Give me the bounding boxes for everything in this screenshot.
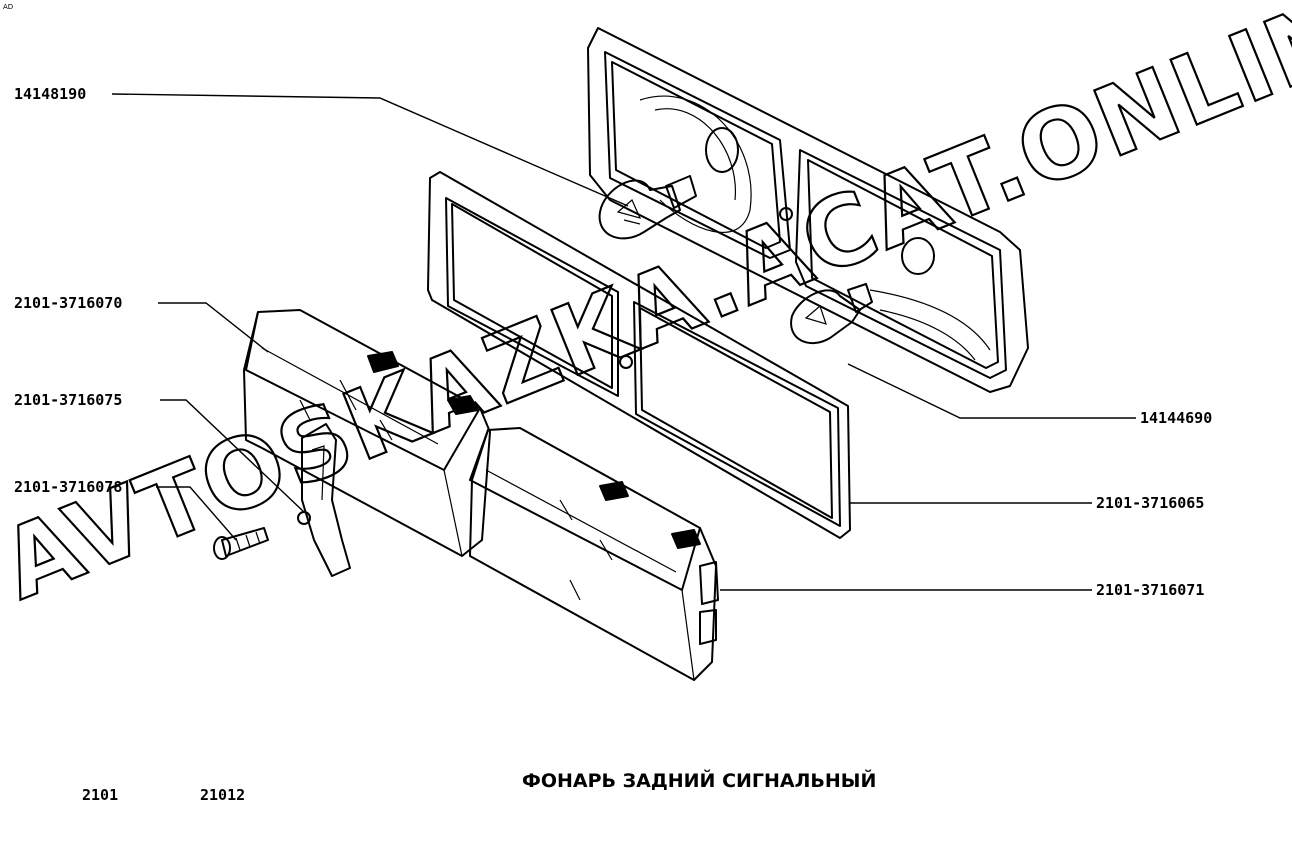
- part-number-2101-3716065: 2101-3716065: [1096, 494, 1204, 512]
- bulb-lower-drawing: [790, 283, 873, 344]
- lamp-housing: [587, 27, 1029, 393]
- watermark: AVTOSKAZKA.ACAT.ONLINE: [0, 0, 1292, 622]
- part-number-14148190: 14148190: [14, 85, 86, 103]
- leader-lines: [111, 93, 1136, 591]
- diagram-title: ФОНАРЬ ЗАДНИЙ СИГНАЛЬНЫЙ: [522, 769, 876, 792]
- model-2101: 2101: [82, 786, 118, 804]
- screw-drawing: [213, 527, 269, 560]
- part-number-2101-3716075: 2101-3716075: [14, 391, 122, 409]
- gasket-drawing: [427, 171, 851, 539]
- part-number-14144690: 14144690: [1140, 409, 1212, 427]
- part-number-2101-3716071: 2101-3716071: [1096, 581, 1204, 599]
- corner-mark: AD: [3, 3, 13, 11]
- lens-right-drawing: [469, 427, 719, 681]
- lens-left-drawing: [243, 309, 491, 557]
- clip-drawing: [297, 423, 351, 577]
- bulb-upper-drawing: [598, 175, 697, 240]
- watermark-text: AVTOSKAZKA.ACAT.ONLINE: [0, 0, 1292, 622]
- part-number-2101-3716070: 2101-3716070: [14, 294, 122, 312]
- model-21012: 21012: [200, 786, 245, 804]
- part-number-2101-3716078: 2101-3716078: [14, 478, 122, 496]
